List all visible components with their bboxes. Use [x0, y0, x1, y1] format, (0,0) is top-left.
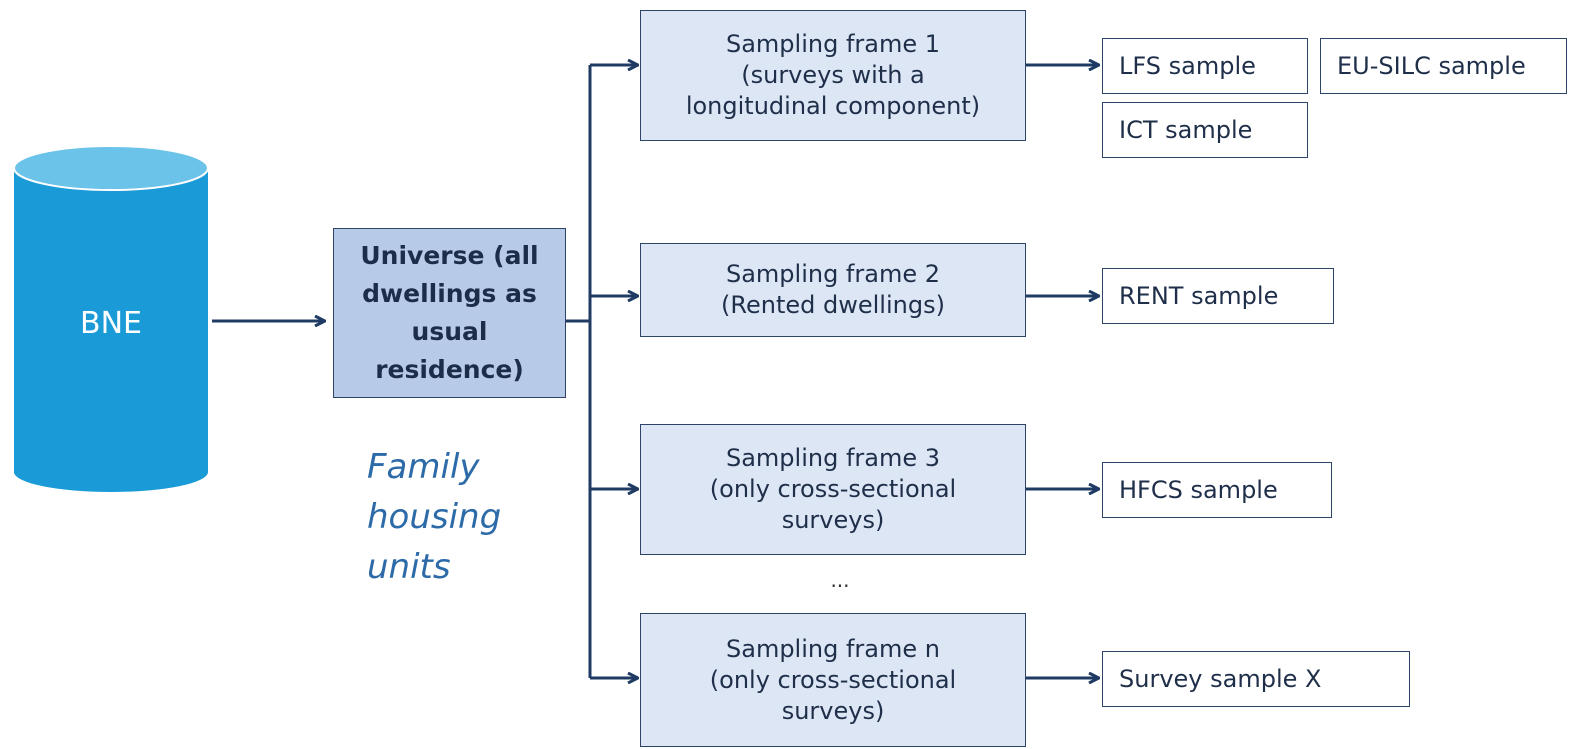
sample-ict[interactable]: ICT sample [1102, 102, 1308, 158]
database-cylinder-icon [13, 145, 209, 492]
sampling-frame-2-label: Sampling frame 2 (Rented dwellings) [721, 260, 945, 319]
sample-lfs[interactable]: LFS sample [1102, 38, 1308, 94]
sample-eu-silc[interactable]: EU-SILC sample [1320, 38, 1567, 94]
sample-hfcs[interactable]: HFCS sample [1102, 462, 1332, 518]
more-frames-ellipsis: ... [830, 568, 850, 592]
sampling-frame-1-label: Sampling frame 1 (surveys with a longitu… [685, 30, 981, 120]
database-label: BNE [80, 306, 142, 341]
sample-eu-silc-label: EU-SILC sample [1337, 52, 1526, 80]
sampling-frame-n-label: Sampling frame n (only cross-sectional s… [709, 634, 957, 725]
sample-hfcs-label: HFCS sample [1119, 476, 1278, 504]
sampling-frame-3[interactable]: Sampling frame 3 (only cross-sectional s… [640, 424, 1026, 555]
sampling-frame-n[interactable]: Sampling frame n (only cross-sectional s… [640, 613, 1026, 747]
sample-ict-label: ICT sample [1119, 116, 1253, 144]
sample-rent[interactable]: RENT sample [1102, 268, 1334, 324]
connectors [212, 65, 1099, 678]
sampling-frame-3-label: Sampling frame 3 (only cross-sectional s… [709, 444, 957, 534]
sample-rent-label: RENT sample [1119, 282, 1279, 310]
universe-box[interactable]: Universe (all dwellings as usual residen… [333, 228, 566, 398]
sample-survey-x[interactable]: Survey sample X [1102, 651, 1410, 707]
family-housing-annotation: Family housing units [367, 447, 502, 587]
sampling-frame-1[interactable]: Sampling frame 1 (surveys with a longitu… [640, 10, 1026, 141]
sample-lfs-label: LFS sample [1119, 52, 1256, 80]
universe-label: Universe (all dwellings as usual residen… [360, 241, 539, 384]
sample-survey-x-label: Survey sample X [1119, 665, 1322, 693]
sampling-frame-2[interactable]: Sampling frame 2 (Rented dwellings) [640, 243, 1026, 337]
